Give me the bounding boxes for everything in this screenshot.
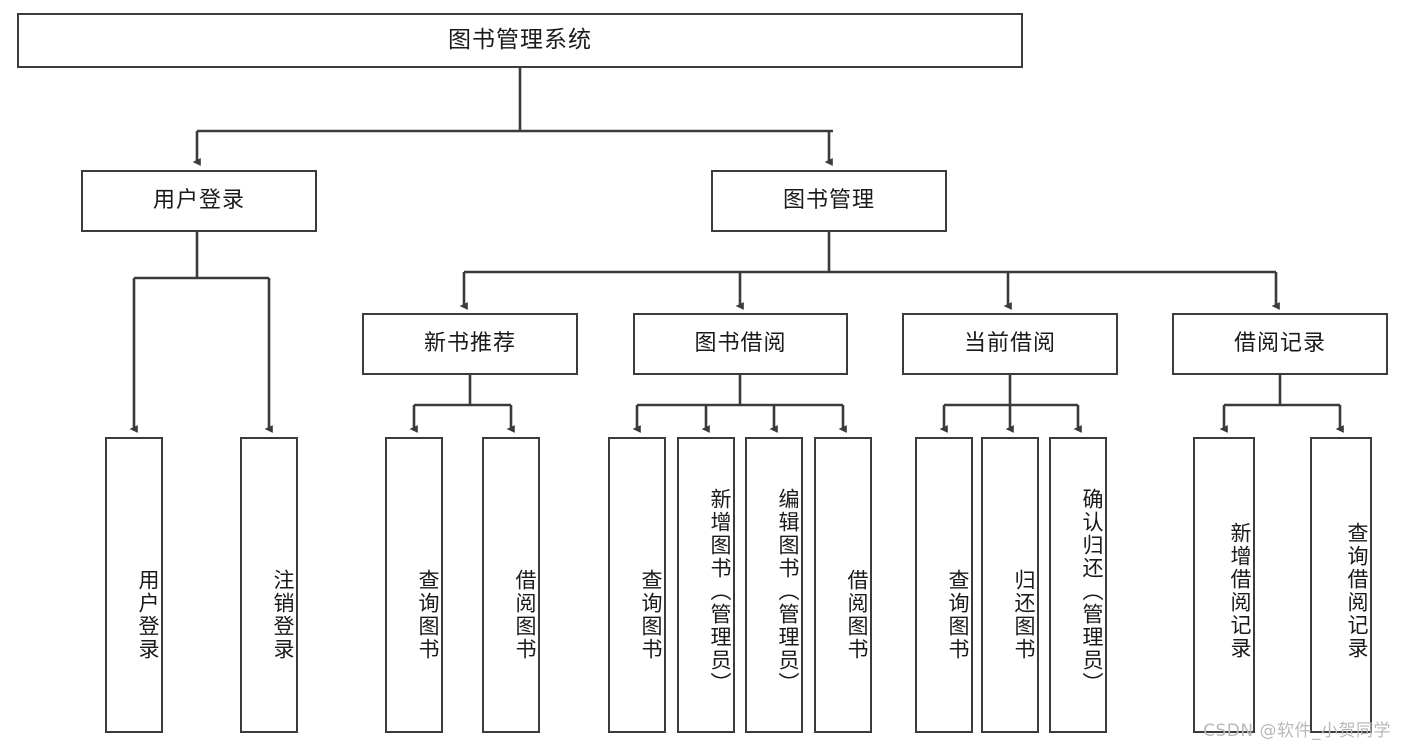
leaf-borrow-book-recommend[interactable]: 借阅图书 [482,437,540,733]
leaf-edit-book[interactable]: 编辑图书（管理员） [745,437,803,733]
leaf-return-book[interactable]: 归还图书 [981,437,1039,733]
node-root[interactable]: 图书管理系统 [17,13,1023,68]
node-borrow-record[interactable]: 借阅记录 [1172,313,1388,375]
node-user-login[interactable]: 用户登录 [81,170,317,232]
leaf-query-book-current[interactable]: 查询图书 [915,437,973,733]
leaf-logout-login[interactable]: 注销登录 [240,437,298,733]
node-current-borrow[interactable]: 当前借阅 [902,313,1118,375]
leaf-confirm-return[interactable]: 确认归还（管理员） [1049,437,1107,733]
node-book-borrow[interactable]: 图书借阅 [633,313,848,375]
node-new-book-recommend[interactable]: 新书推荐 [362,313,578,375]
leaf-query-book-recommend[interactable]: 查询图书 [385,437,443,733]
leaf-borrow-book[interactable]: 借阅图书 [814,437,872,733]
node-book-manage[interactable]: 图书管理 [711,170,947,232]
leaf-query-book-borrow[interactable]: 查询图书 [608,437,666,733]
leaf-user-login[interactable]: 用户登录 [105,437,163,733]
leaf-add-book[interactable]: 新增图书（管理员） [677,437,735,733]
leaf-add-borrow-record[interactable]: 新增借阅记录 [1193,437,1255,733]
leaf-query-borrow-record[interactable]: 查询借阅记录 [1310,437,1372,733]
